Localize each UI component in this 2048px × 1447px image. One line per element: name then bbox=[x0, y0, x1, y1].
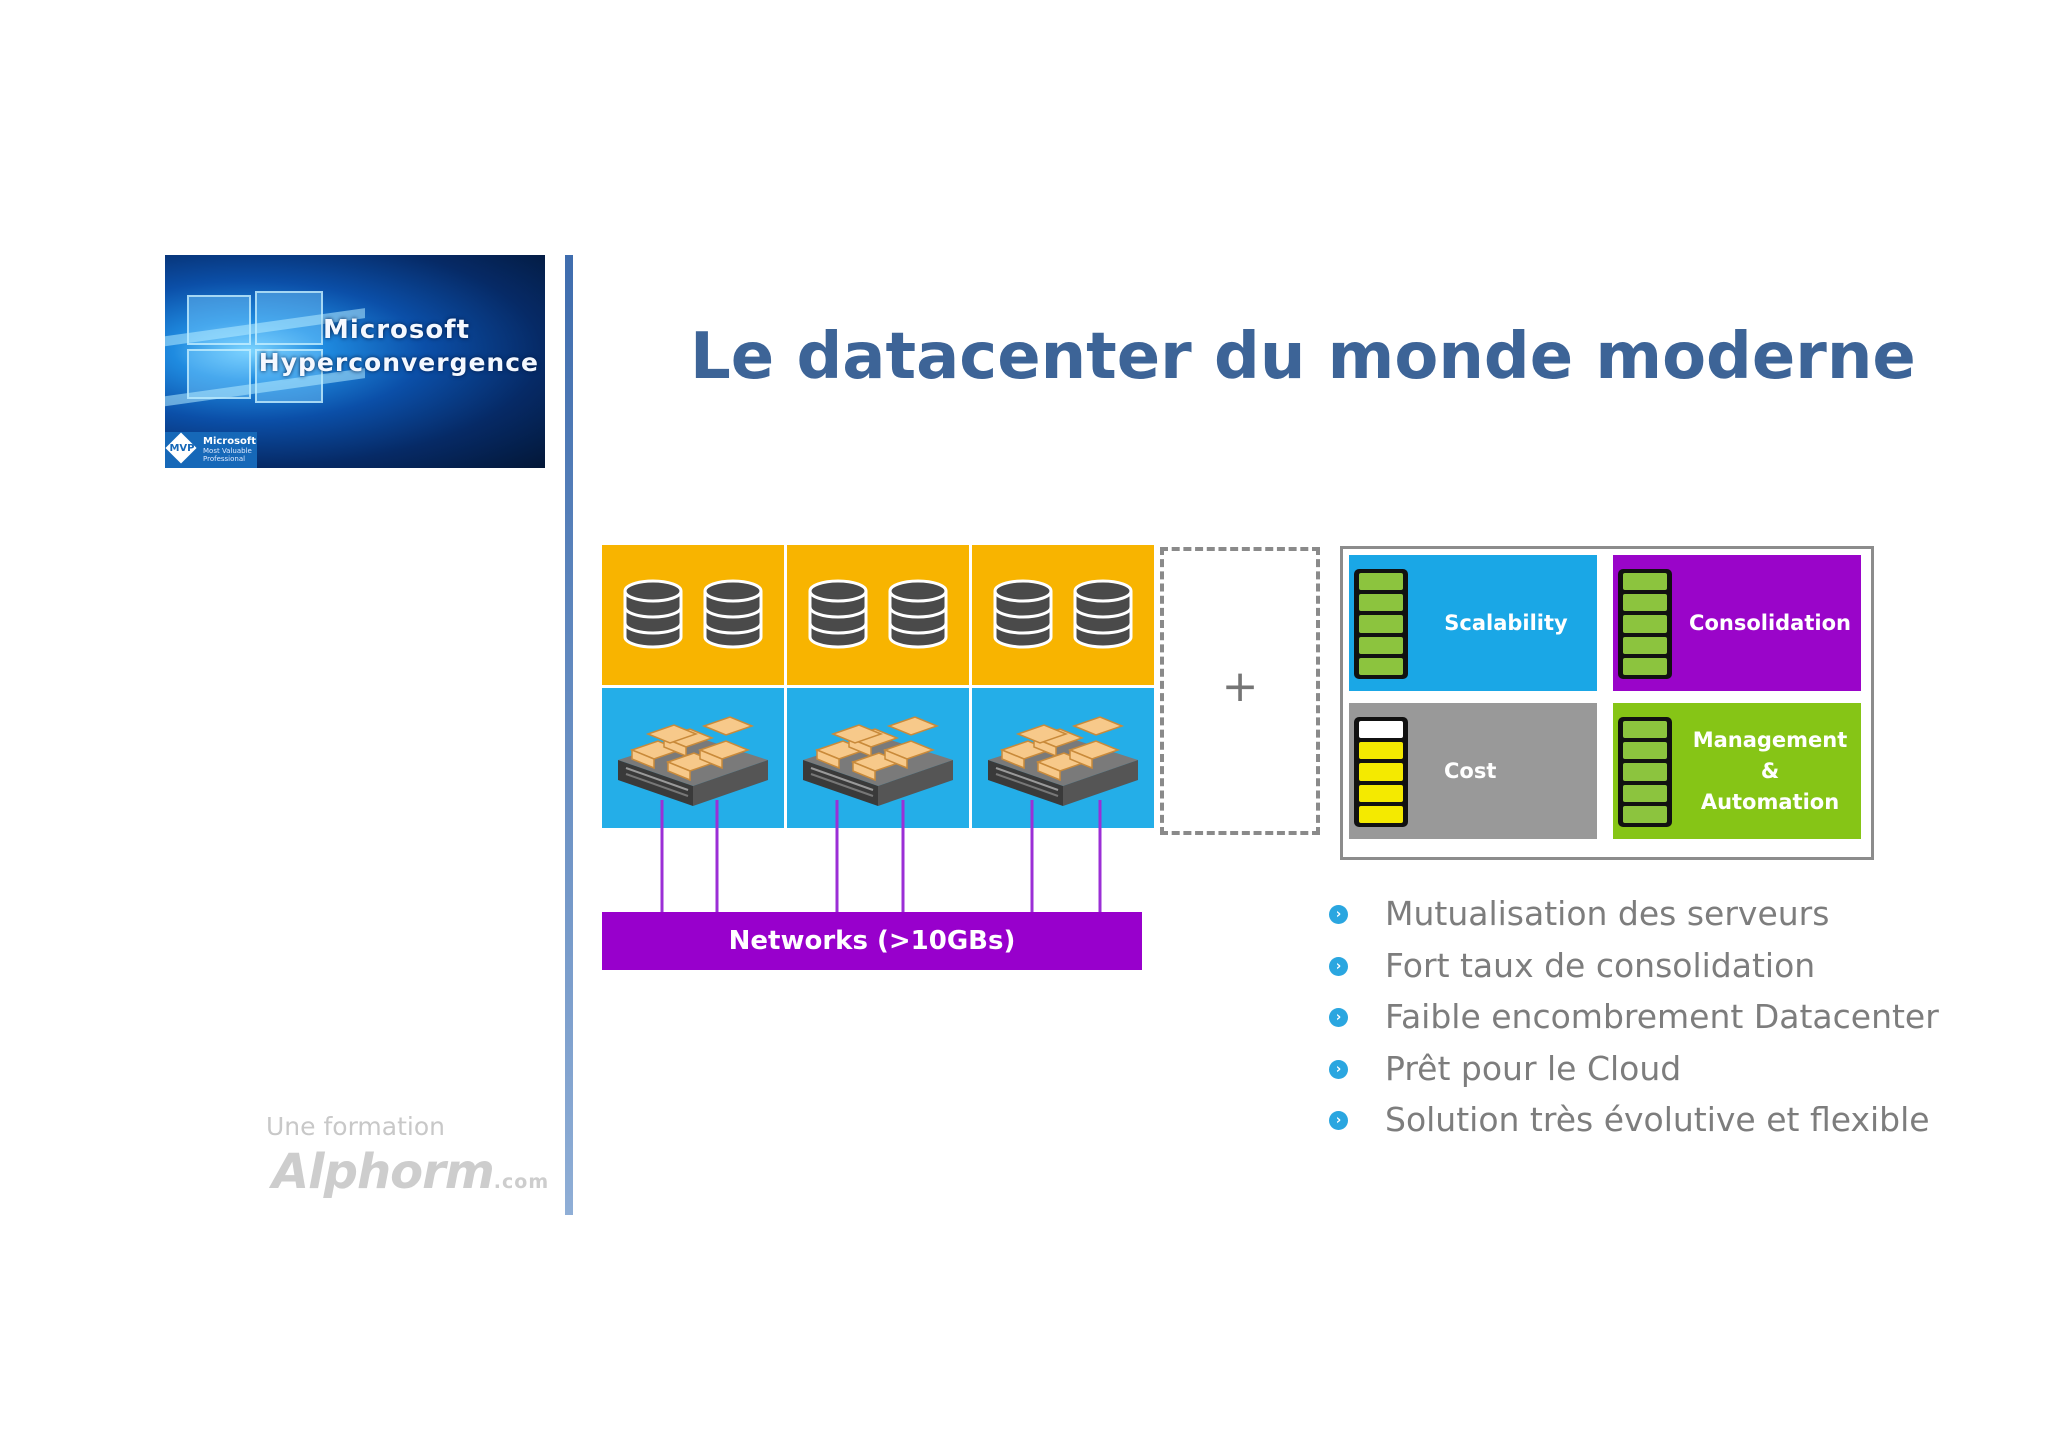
benefits-bullet-list: › Mutualisation des serveurs › Fort taux d… bbox=[1325, 888, 1939, 1146]
battery-icon bbox=[1354, 569, 1408, 679]
alphorm-logo-suffix: .com bbox=[493, 1171, 550, 1193]
add-node-placeholder: + bbox=[1160, 547, 1320, 835]
list-item-text: Fort taux de consolidation bbox=[1385, 945, 1816, 985]
battery-segment bbox=[1359, 742, 1403, 760]
chevron-circle-icon: › bbox=[1329, 1008, 1348, 1027]
list-item-text: Solution très évolutive et flexible bbox=[1385, 1100, 1930, 1139]
compute-node bbox=[602, 688, 784, 828]
footer-subtitle: Une formation bbox=[266, 1112, 445, 1141]
battery-segment bbox=[1623, 742, 1667, 760]
battery-segment bbox=[1623, 594, 1667, 612]
alphorm-logo-text: Alphorm bbox=[272, 1144, 495, 1200]
battery-segment bbox=[1359, 721, 1403, 739]
list-item: › Fort taux de consolidation bbox=[1325, 940, 1939, 992]
chevron-circle-icon: › bbox=[1329, 1111, 1348, 1130]
benefit-management-automation: Management & Automation bbox=[1613, 703, 1861, 839]
battery-icon bbox=[1354, 717, 1408, 827]
chevron-circle-icon: › bbox=[1329, 905, 1348, 924]
database-cylinder-icon bbox=[622, 579, 684, 649]
course-brand-tile: Microsoft Hyperconvergence MVP Microsoft… bbox=[165, 255, 545, 468]
benefits-grid: Scalability Consolidation Cost Managemen… bbox=[1340, 546, 1874, 860]
brand-title-line1: Microsoft bbox=[323, 315, 470, 345]
list-item-text: Prêt pour le Cloud bbox=[1385, 1048, 1682, 1088]
battery-segment bbox=[1359, 763, 1403, 781]
battery-segment bbox=[1359, 615, 1403, 633]
storage-node bbox=[602, 545, 784, 685]
benefit-label: Consolidation bbox=[1689, 610, 1851, 635]
battery-segment bbox=[1359, 573, 1403, 591]
server-rack-icon bbox=[978, 698, 1148, 823]
list-item: › Solution très évolutive et flexible bbox=[1325, 1094, 1939, 1146]
battery-segment bbox=[1623, 657, 1667, 676]
benefit-label: Management & Automation bbox=[1692, 727, 1848, 814]
database-cylinder-icon bbox=[992, 579, 1054, 649]
server-rack-icon bbox=[793, 698, 963, 823]
list-item-text: Faible encombrement Datacenter bbox=[1385, 997, 1939, 1036]
battery-segment bbox=[1623, 636, 1667, 654]
mvp-badge-line1: Microsoft bbox=[203, 436, 257, 447]
list-item: › Mutualisation des serveurs bbox=[1325, 888, 1939, 940]
storage-node bbox=[972, 545, 1154, 685]
compute-node bbox=[787, 688, 969, 828]
list-item-text: Mutualisation des serveurs bbox=[1385, 894, 1830, 933]
list-item: › Prêt pour le Cloud bbox=[1325, 1043, 1939, 1095]
mvp-badge: MVP Microsoft Most Valuable Professional bbox=[165, 432, 257, 468]
benefit-cost: Cost bbox=[1349, 703, 1597, 839]
battery-segment bbox=[1359, 657, 1403, 676]
battery-segment bbox=[1359, 784, 1403, 802]
chevron-circle-icon: › bbox=[1329, 956, 1348, 976]
network-bar: Networks (>10GBs) bbox=[602, 912, 1142, 970]
battery-icon bbox=[1618, 569, 1672, 679]
battery-segment bbox=[1623, 721, 1667, 739]
benefit-consolidation: Consolidation bbox=[1613, 555, 1861, 691]
battery-segment bbox=[1623, 763, 1667, 781]
server-rack-icon bbox=[608, 698, 778, 823]
database-cylinder-icon bbox=[1072, 579, 1134, 649]
battery-segment bbox=[1359, 805, 1403, 824]
battery-icon bbox=[1618, 717, 1672, 827]
benefit-label: Scalability bbox=[1444, 610, 1568, 635]
list-item: › Faible encombrement Datacenter bbox=[1325, 991, 1939, 1043]
brand-title-line2: Hyperconvergence bbox=[258, 348, 539, 377]
battery-segment bbox=[1623, 805, 1667, 824]
plus-icon: + bbox=[1221, 661, 1259, 712]
battery-segment bbox=[1359, 594, 1403, 612]
alphorm-logo: Alphorm.com bbox=[272, 1144, 549, 1200]
battery-segment bbox=[1623, 615, 1667, 633]
storage-node bbox=[787, 545, 969, 685]
database-cylinder-icon bbox=[807, 579, 869, 649]
battery-segment bbox=[1623, 784, 1667, 802]
database-cylinder-icon bbox=[887, 579, 949, 649]
battery-segment bbox=[1623, 573, 1667, 591]
mvp-badge-line2: Most Valuable Professional bbox=[203, 447, 252, 463]
database-cylinder-icon bbox=[702, 579, 764, 649]
benefit-scalability: Scalability bbox=[1349, 555, 1597, 691]
compute-node bbox=[972, 688, 1154, 828]
slide-title: Le datacenter du monde moderne bbox=[690, 320, 1916, 394]
benefit-label: Cost bbox=[1444, 758, 1497, 783]
chevron-circle-icon: › bbox=[1329, 1059, 1348, 1079]
battery-segment bbox=[1359, 636, 1403, 654]
mvp-badge-mark: MVP bbox=[169, 443, 195, 454]
divider-bar bbox=[565, 255, 573, 1215]
